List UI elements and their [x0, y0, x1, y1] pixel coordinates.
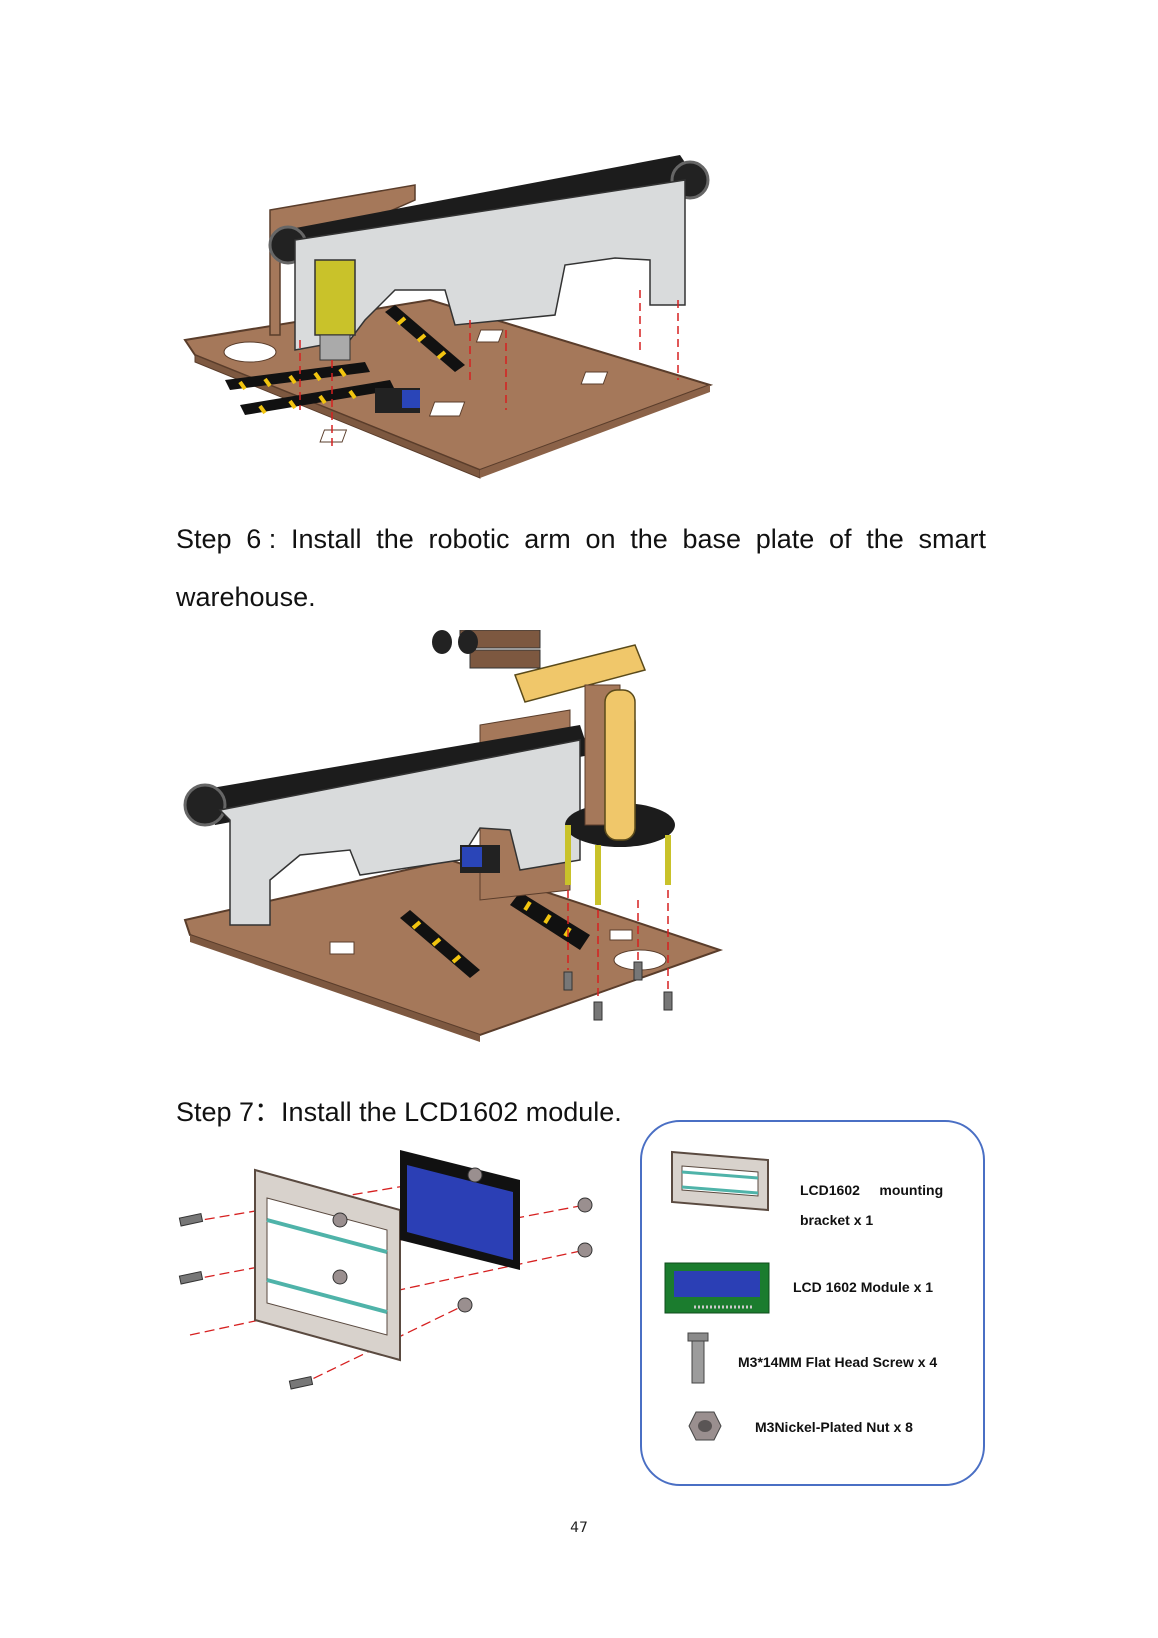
page-number: 47 — [570, 1520, 588, 1536]
screw-icon — [687, 1332, 709, 1384]
part-label-nut: M3Nickel-Plated Nut x 8 — [755, 1419, 913, 1435]
lcd-module-icon — [664, 1262, 770, 1314]
step-6-word: Step — [176, 524, 232, 554]
step-6-word: the — [866, 524, 904, 554]
part-label-bracket-line-1: LCD1602 mounting — [800, 1182, 944, 1198]
step-6-word: on — [585, 524, 616, 554]
step-6-word: base — [682, 524, 741, 554]
nut-icon — [688, 1411, 722, 1441]
conveyor-assembly-illustration — [183, 155, 714, 479]
part-label-bracket-line-2: bracket x 1 — [800, 1212, 874, 1228]
part-label-lcd-module: LCD 1602 Module x 1 — [793, 1279, 934, 1295]
gear-motor — [314, 259, 356, 336]
step-7-instruction: Step 7：Install the LCD1602 module. — [176, 1097, 622, 1127]
step-6-word: the — [376, 524, 414, 554]
step-6-word: the — [630, 524, 668, 554]
step-6-instruction: Step 6 : Install the robotic arm on the … — [176, 510, 986, 626]
step-6-word: arm — [524, 524, 571, 554]
step-6-word: of — [828, 524, 852, 554]
step-6-word: plate — [755, 524, 815, 554]
step-6-word: 6 : — [246, 524, 277, 554]
parts-list-box: LCD1602 mounting bracket x 1 LCD 1602 Mo… — [640, 1120, 985, 1486]
step-6-word: robotic — [428, 524, 510, 554]
lcd-exploded-illustration — [178, 1150, 593, 1390]
step-6-line-2: warehouse. — [176, 582, 316, 612]
step-6-word: smart — [918, 524, 986, 554]
robotic-arm-assembly-illustration — [183, 630, 724, 1042]
part-label-screw: M3*14MM Flat Head Screw x 4 — [738, 1354, 938, 1370]
step-6-word: Install — [290, 524, 362, 554]
lcd-bracket-icon — [671, 1150, 769, 1212]
step-6-line-1: Step 6 : Install the robotic arm on the … — [176, 510, 986, 568]
